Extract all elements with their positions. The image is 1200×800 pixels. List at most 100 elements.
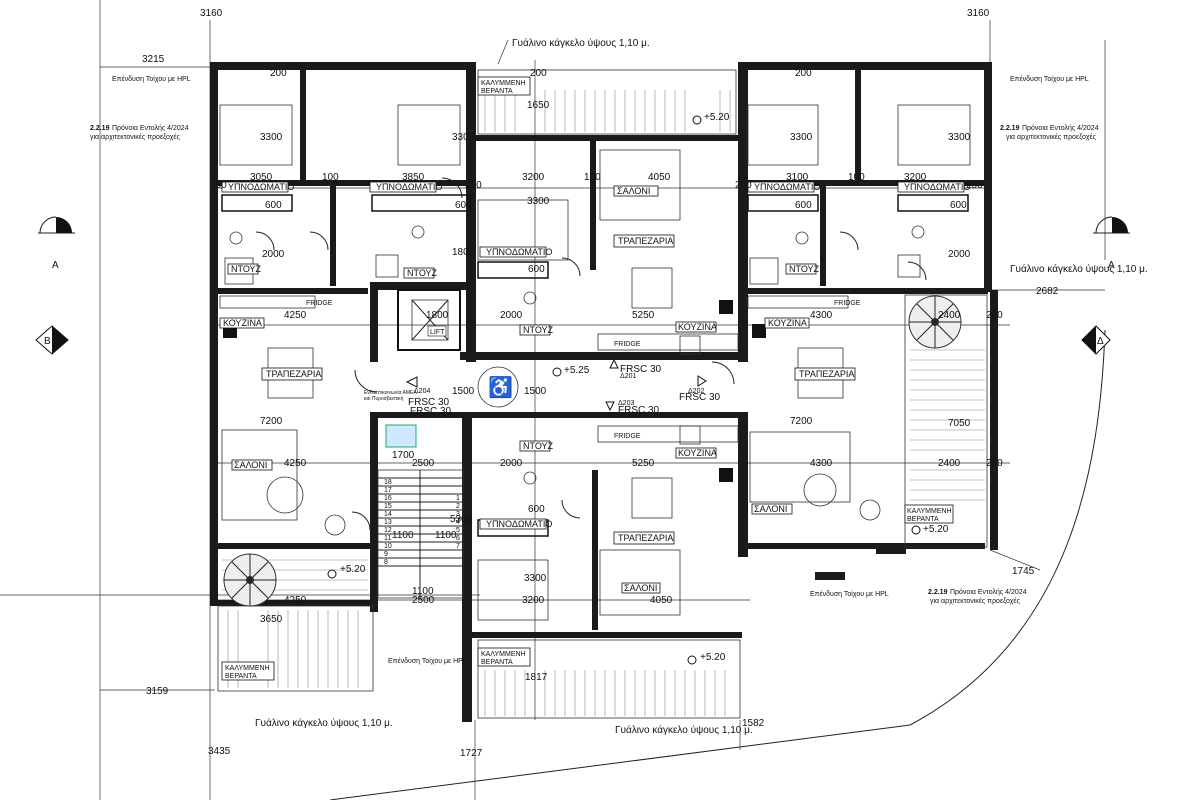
dim-text: 3215	[142, 54, 165, 65]
dining-room-label: ΤΡΑΠΕΖΑΡΙΑ	[266, 369, 321, 379]
dim-text: 7200	[260, 416, 283, 427]
dim-text: 2682	[1036, 286, 1059, 297]
provision-number: 2.2.19	[1000, 125, 1020, 132]
section-letter: Δ	[1097, 336, 1104, 347]
dim-text: 100	[848, 172, 865, 183]
dim-text: 4250	[284, 310, 307, 321]
dim-text: 3160	[200, 8, 223, 19]
fridge-label: FRIDGE	[306, 300, 333, 307]
veranda-label: ΒΕΡΑΝΤΑ	[907, 516, 939, 523]
spiral-stair-left	[223, 553, 277, 607]
accessible-symbol: ♿	[477, 366, 519, 408]
dim-text: 1727	[460, 748, 483, 759]
dim-text: 3200	[522, 595, 545, 606]
walls	[210, 62, 998, 722]
shower-room-label: ΝΤΟΥΖ	[523, 325, 554, 335]
stair-step-number: 12	[384, 527, 392, 534]
stair-step-number: 15	[384, 503, 392, 510]
dim-text: 2000	[500, 310, 523, 321]
frsc-label: FRSC 30	[620, 364, 662, 375]
dining-room-label: ΤΡΑΠΕΖΑΡΙΑ	[799, 369, 854, 379]
veranda-label: ΒΕΡΑΝΤΑ	[225, 673, 257, 680]
dim-text: 1700	[392, 450, 415, 461]
dim-text: 1500	[452, 386, 475, 397]
dim-text: 5300	[450, 514, 473, 525]
dim-text: 3850	[402, 172, 425, 183]
amea-note: Ενδοεπικοινωνία ΑΜΕΑ	[364, 390, 417, 396]
stair-step-number: 18	[384, 479, 392, 486]
dim-text: 3200	[904, 172, 927, 183]
lift-label: LIFT	[430, 329, 445, 336]
dim-text: 3200	[522, 172, 545, 183]
dim-text: 3300	[452, 132, 475, 143]
dim-text: 3650	[260, 614, 283, 625]
dim-text: 1100	[392, 530, 414, 541]
dim-text: 3300	[948, 132, 971, 143]
dim-text: 3300	[527, 196, 550, 207]
dim-text: 3300	[790, 132, 813, 143]
dim-text: 600	[528, 264, 545, 275]
living-room-label: ΣΑΛΟΝΙ	[624, 583, 657, 593]
bedroom-label: ΥΠΝΟΔΩΜΑΤΙΟ	[486, 519, 552, 529]
dim-text: 250	[210, 180, 227, 191]
glass-rail-note: Γυάλινο κάγκελο ύψους 1,10 μ.	[615, 724, 753, 736]
dim-text: 600	[455, 200, 472, 211]
veranda-label: ΚΑΛΥΜΜΕΝΗ	[907, 508, 952, 515]
dim-text: 2500	[412, 458, 435, 469]
veranda-bottom	[477, 639, 741, 719]
living-room-label: ΣΑΛΟΝΙ	[617, 186, 650, 196]
stair-step-number: 4	[456, 519, 460, 526]
furniture	[219, 104, 971, 621]
stair-step-number: 9	[384, 551, 388, 558]
dim-text: 1582	[742, 718, 765, 729]
provision-note: Πρόνοια Εντολής 4/2024	[950, 588, 1027, 596]
stair-step-number: 3	[456, 511, 460, 518]
dining-room-label: ΤΡΑΠΕΖΑΡΙΑ	[618, 236, 673, 246]
dim-text: 4250	[284, 595, 307, 606]
dim-text: 1745	[1012, 566, 1035, 577]
dim-text: 2000	[500, 458, 523, 469]
veranda-label: ΚΑΛΥΜΜΕΝΗ	[225, 665, 270, 672]
dim-text: 5250	[632, 458, 655, 469]
section-marker-a-left: A	[38, 216, 75, 271]
dim-text: 3159	[146, 686, 169, 697]
dining-room-label: ΤΡΑΠΕΖΑΡΙΑ	[618, 533, 673, 543]
dim-text: 4250	[284, 458, 307, 469]
fridge-label: FRIDGE	[614, 341, 641, 348]
veranda-label: ΚΑΛΥΜΜΕΝΗ	[481, 80, 526, 87]
bedroom-label: ΥΠΝΟΔΩΜΑΤΙΟ	[228, 182, 294, 192]
main-stair: 18 17 16 15 14 13 12 11 10 9 8 1 2 3 4 5…	[377, 469, 464, 599]
bedroom-label: ΥΠΝΟΔΩΜΑΤΙΟ	[376, 182, 442, 192]
fridge-label: FRIDGE	[614, 433, 641, 440]
spiral-stair-right	[908, 295, 962, 349]
hpl-note: Επένδυση Τοίχου με HPL	[810, 590, 889, 598]
dim-text: 1800	[452, 247, 475, 258]
provision-number: 2.2.19	[90, 125, 110, 132]
svg-text:♿: ♿	[488, 375, 513, 399]
glass-rail-note: Γυάλινο κάγκελο ύψους 1,10 μ.	[512, 37, 650, 49]
stair-step-number: 17	[384, 487, 392, 494]
dim-text: 1817	[525, 672, 548, 683]
provision-note: Πρόνοια Εντολής 4/2024	[1022, 124, 1099, 132]
provision-note: για αρχιτεκτονικές προεξοχές	[1006, 133, 1097, 141]
level-marks: +5.20 +5.25 +5.20 +5.20 +5.20	[327, 112, 949, 665]
door-ref: Δ204	[414, 388, 430, 395]
stair-step-number: 11	[384, 535, 391, 542]
stair-step-number: 16	[384, 495, 392, 502]
veranda-label: ΒΕΡΑΝΤΑ	[481, 88, 513, 95]
section-letter: A	[1108, 260, 1115, 271]
fridge-label: FRIDGE	[834, 300, 861, 307]
dim-text: 7050	[948, 418, 971, 429]
shower-room-label: ΝΤΟΥΖ	[523, 441, 554, 451]
dim-text: 1650	[527, 100, 550, 111]
stair-step-number: 13	[384, 519, 392, 526]
frsc-label: FRSC 30	[410, 406, 452, 417]
dim-text: 100	[322, 172, 339, 183]
stair-step-number: 14	[384, 511, 392, 518]
bedroom-label: ΥΠΝΟΔΩΜΑΤΙΟ	[904, 182, 970, 192]
dim-text: 3100	[786, 172, 809, 183]
dim-text: 2500	[412, 595, 435, 606]
annotations: Γυάλινο κάγκελο ύψους 1,10 μ. Επένδυση Τ…	[90, 37, 1148, 736]
level-text: +5.25	[564, 365, 590, 376]
